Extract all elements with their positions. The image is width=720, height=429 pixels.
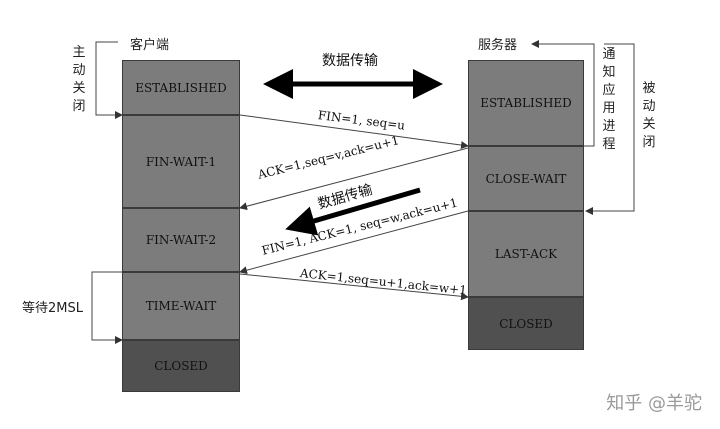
passive-close-bracket	[585, 43, 635, 215]
client-state-closed: CLOSED	[122, 340, 240, 392]
watermark: 知乎 @羊驼	[606, 393, 702, 414]
server-state-last-ack: LAST-ACK	[468, 211, 584, 297]
client-state-fin-wait-2: FIN-WAIT-2	[122, 208, 240, 272]
fin1-arrow	[239, 114, 469, 150]
wait-2msl-label: 等待2MSL	[22, 301, 83, 316]
fin2-arrow	[239, 210, 469, 275]
wait-2msl-bracket	[91, 271, 123, 344]
server-label: 服务器	[478, 38, 518, 53]
client-state-time-wait: TIME-WAIT	[122, 272, 240, 340]
server-state-established: ESTABLISHED	[468, 60, 584, 146]
client-state-fin-wait-1: FIN-WAIT-1	[122, 115, 240, 208]
notify-app-bracket	[531, 40, 595, 147]
data-transfer-diagonal-arrow	[285, 187, 421, 236]
server-state-close-wait: CLOSE-WAIT	[468, 146, 584, 211]
client-state-established: ESTABLISHED	[122, 60, 240, 115]
notify-app-label: 通知应用进程	[602, 47, 616, 152]
server-state-closed: CLOSED	[468, 297, 584, 350]
passive-close-label: 被动关闭	[642, 81, 656, 150]
ack2-arrow	[239, 273, 469, 301]
ack1-arrow	[239, 147, 469, 211]
client-label: 客户端	[130, 38, 170, 53]
active-close-label: 主动关闭	[72, 45, 86, 114]
active-close-bracket	[95, 41, 123, 119]
data-transfer-label-top: 数据传输	[322, 53, 378, 69]
